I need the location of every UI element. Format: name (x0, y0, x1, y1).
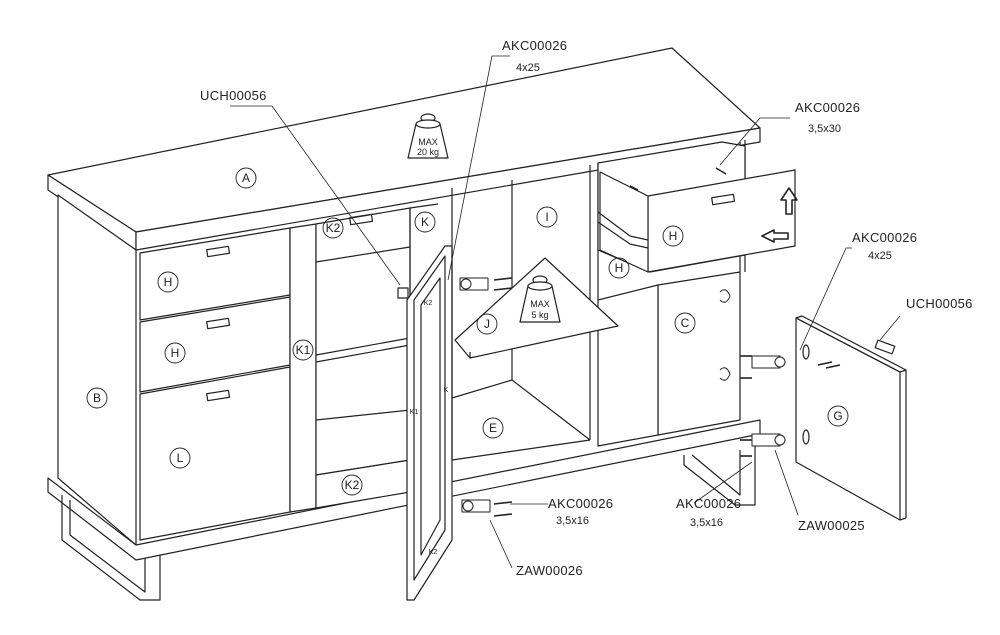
callout-uch-top: UCH00056 (200, 88, 267, 103)
part-label-h1: H (164, 275, 173, 289)
door-label-k2: K2 (424, 300, 433, 307)
part-label-b: B (93, 391, 101, 405)
handle-icon (397, 287, 896, 355)
weight-top-load: 20 kg (417, 147, 439, 157)
leader-lines (230, 55, 901, 569)
part-label-c: C (681, 316, 690, 330)
part-label-a: A (242, 171, 250, 185)
part-circles (86, 167, 849, 496)
part-label-l: L (177, 451, 184, 465)
part-label-h4: H (669, 229, 678, 243)
part-label-k: K (421, 215, 429, 229)
callout-akc-top: AKC00026 (502, 38, 567, 53)
callout-akc-bottom-right: AKC00026 (676, 496, 741, 511)
side-panel-left (57, 194, 137, 546)
weight-labels: MAX 20 kg MAX 5 kg (417, 137, 550, 320)
callout-zaw-right: ZAW00025 (798, 518, 865, 533)
callout-akc-right: AKC00026 (852, 230, 917, 245)
callout-akc-right-size: 4x25 (868, 250, 892, 262)
drawer-stack-left (139, 227, 291, 541)
callout-akc-drawer-size: 3,5x30 (808, 123, 841, 135)
part-letters: A B H H L K1 K2 K K2 I J E H H C G K2 K … (93, 171, 843, 556)
part-label-k2-top: K2 (326, 221, 341, 235)
weight-icon (407, 113, 449, 159)
callout-uch-right: UCH00056 (906, 296, 973, 311)
weight-icon (519, 275, 561, 323)
weight-shelf-max: MAX (530, 299, 550, 309)
callout-akc-top-size: 4x25 (516, 62, 540, 74)
drawer-open (597, 141, 798, 273)
screw-icons (493, 167, 841, 517)
callout-akc-bottom-right-size: 3,5x16 (690, 517, 723, 529)
part-label-j: J (484, 317, 490, 331)
weight-shelf-load: 5 kg (531, 310, 548, 320)
glass-door (406, 245, 453, 601)
weight-top-max: MAX (418, 137, 438, 147)
part-label-k1: K1 (296, 343, 311, 357)
part-label-g: G (833, 409, 842, 423)
callout-zaw-mid: ZAW00026 (516, 563, 583, 578)
part-label-i: I (545, 210, 548, 224)
part-label-h2: H (171, 346, 180, 360)
callout-akc-bottom-mid-size: 3,5x16 (556, 515, 589, 527)
center-compartment (289, 203, 439, 513)
callouts: UCH00056 AKC00026 4x25 AKC00026 3,5x30 A… (200, 38, 973, 578)
callout-akc-bottom-mid: AKC00026 (548, 496, 613, 511)
door-label-k: K (444, 387, 449, 394)
part-label-k2-bottom: K2 (345, 478, 360, 492)
part-label-h3: H (615, 261, 624, 275)
door-label-k2-low: K2 (429, 549, 438, 556)
callout-akc-drawer: AKC00026 (795, 100, 860, 115)
hinge-icon (459, 277, 786, 513)
top-panel (47, 47, 761, 251)
part-label-e: E (489, 421, 497, 435)
door-label-k1: K1 (410, 409, 419, 416)
